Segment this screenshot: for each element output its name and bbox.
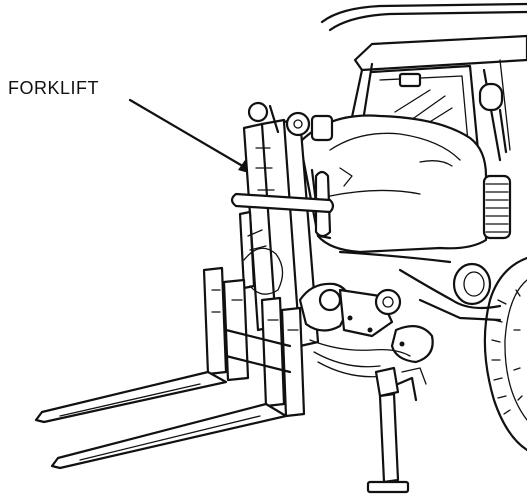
- vehicle-hood: [298, 114, 488, 254]
- forklift-callout-label: FORKLIFT: [8, 78, 100, 98]
- lift-cylinder: [238, 210, 284, 295]
- mounting-linkage: [298, 282, 434, 378]
- cab-windshield: [343, 59, 511, 162]
- cab-canopy: [320, 2, 527, 72]
- side-mirror: [478, 82, 508, 154]
- front-wheel: [483, 256, 527, 452]
- headlight: [452, 262, 492, 306]
- fork-carriage: [202, 266, 306, 418]
- callout-leader-arrow: [128, 98, 256, 175]
- radiator-grille: [482, 174, 512, 240]
- support-jack-stand: [366, 366, 427, 494]
- fork-tines: [34, 370, 288, 470]
- mast-crossbar: [230, 192, 335, 214]
